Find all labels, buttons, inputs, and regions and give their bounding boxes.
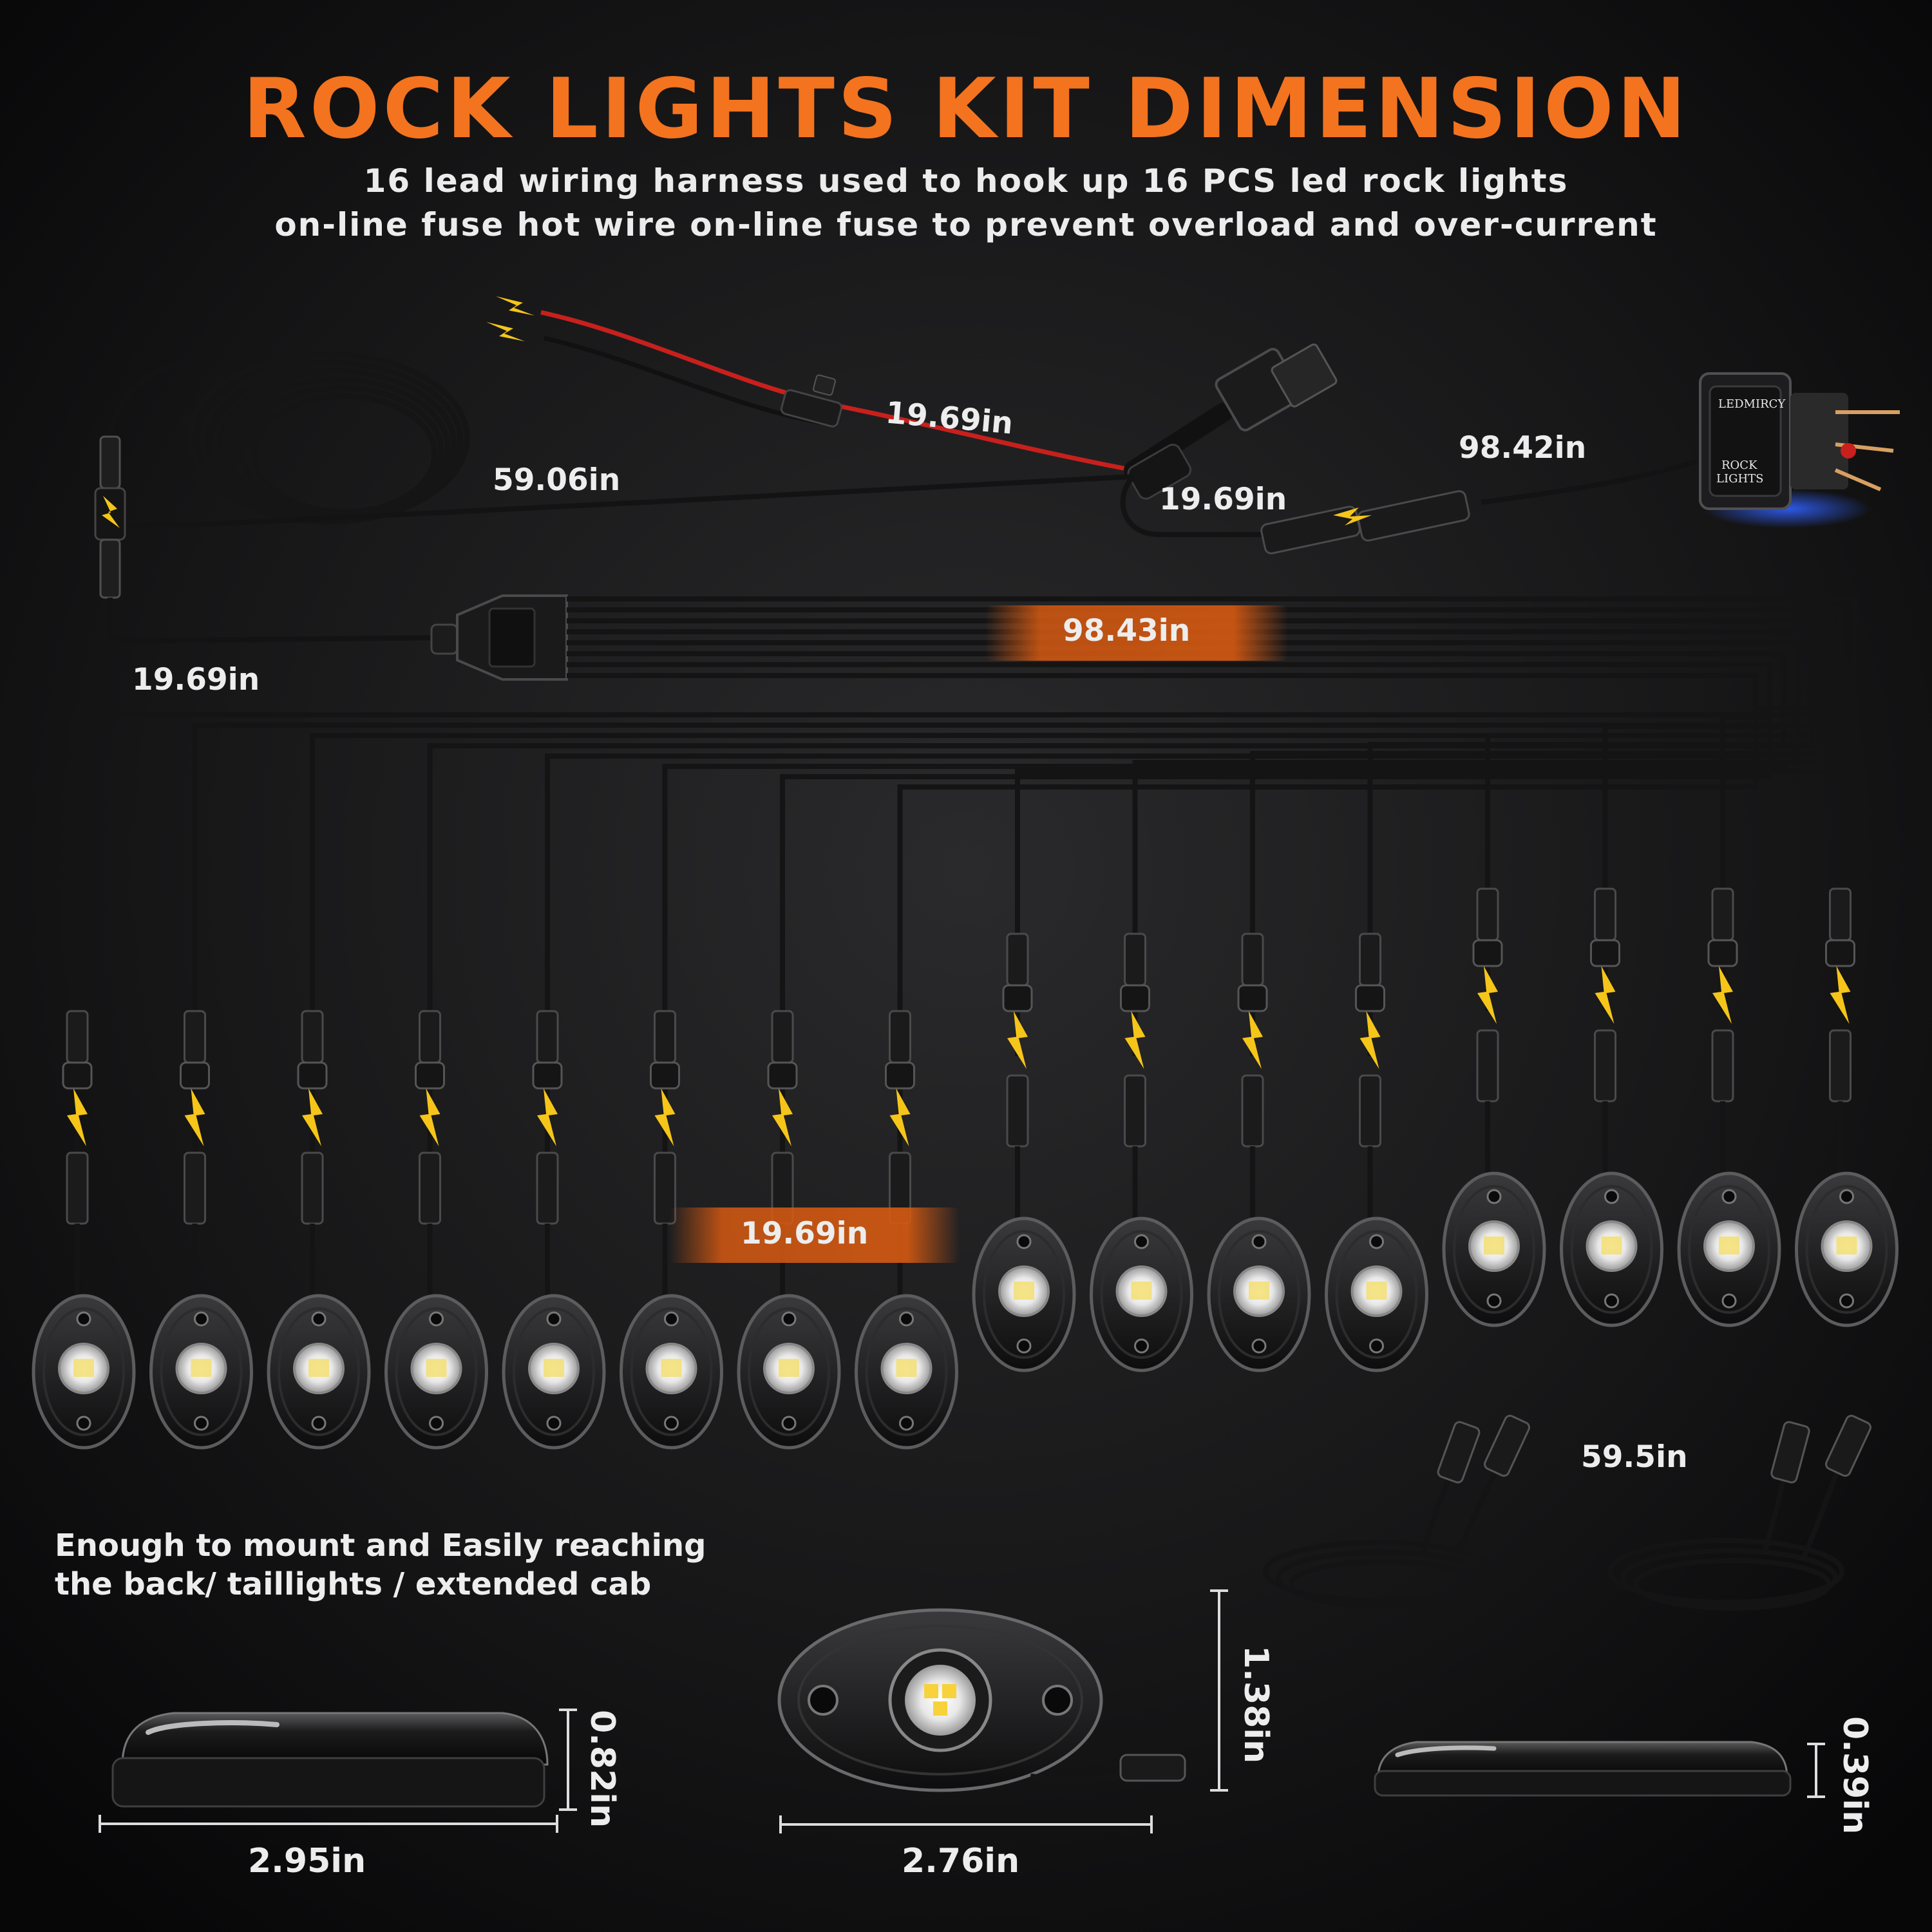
highlight-harness-branch (985, 605, 1288, 661)
dimension-line-width-mid (779, 1815, 1153, 1833)
harness-branch-wire (567, 651, 1786, 1011)
harness-hub (430, 594, 568, 681)
harness-branch-wire (567, 673, 1843, 1011)
bolt-icon (184, 1088, 205, 1146)
light-side-profile-right (1374, 1741, 1792, 1797)
dim-light-height-right: 0.39in (1835, 1716, 1874, 1835)
rock-light-pod (1090, 933, 1193, 1372)
dimension-line-width-left (99, 1815, 558, 1833)
bolt-icon (1595, 966, 1616, 1024)
subtitle-line-1: 16 lead wiring harness used to hook up 1… (363, 162, 1569, 200)
rock-light-pod (620, 1010, 723, 1450)
harness-connector-left (94, 435, 451, 644)
bolt-icon (889, 1088, 911, 1146)
dim-pod-lead: 19.69in (741, 1216, 869, 1251)
subtitle-line-2: on-line fuse hot wire on-line fuse to pr… (274, 206, 1658, 243)
rock-light-pod (267, 1010, 371, 1450)
extension-cable-1 (1263, 1414, 1531, 1609)
dim-light-height-mid: 1.38in (1236, 1645, 1275, 1764)
rock-lights-row (32, 887, 1899, 1450)
note-line-2: the back/ taillights / extended cab (55, 1566, 652, 1602)
switch-cable (1260, 448, 1727, 554)
rock-light-pod (972, 933, 1076, 1372)
dim-harness-lead: 19.69in (132, 662, 260, 697)
dim-harness-branch: 98.43in (1063, 613, 1191, 649)
highlight-pod-lead (670, 1208, 960, 1263)
dimension-line-height-left (559, 1709, 577, 1811)
page-title: ROCK LIGHTS KIT DIMENSION (243, 61, 1689, 157)
bolt-icon (1712, 966, 1733, 1024)
switch-label-line2: LIGHTS (1716, 472, 1764, 486)
relay-connector (1124, 343, 1338, 500)
harness-branch-wire (567, 629, 1815, 1056)
bolt-icon (302, 1088, 323, 1146)
bolt-icon (67, 1088, 88, 1146)
rock-light-pod (1560, 887, 1663, 1327)
rock-light-pod (149, 1010, 253, 1450)
bolt-icon (1124, 1011, 1146, 1069)
dim-extension: 59.5in (1581, 1439, 1688, 1475)
dim-coil-cable: 59.06in (493, 462, 621, 498)
dim-switch-short: 19.69in (1159, 482, 1287, 517)
harness-branch-wire (567, 640, 1801, 1011)
bolt-icon (1359, 1011, 1381, 1069)
bolt-icon (1477, 966, 1498, 1024)
bolt-icon (537, 1088, 558, 1146)
dimension-line-height-right (1807, 1743, 1825, 1798)
rock-light-pod (1677, 887, 1781, 1327)
switch-brand: LEDMIRCY (1718, 397, 1786, 411)
harness-branch-wire (567, 596, 1857, 1056)
switch-label-line1: ROCK (1721, 459, 1757, 472)
rock-light-pod (1325, 933, 1428, 1372)
light-top-view (777, 1608, 1186, 1792)
bolt-icon (486, 296, 535, 341)
rock-light-pod (384, 1010, 488, 1450)
dim-switch-cable: 98.42in (1459, 430, 1587, 466)
bolt-icon (1007, 1011, 1028, 1069)
harness-wires (75, 596, 1857, 1159)
inline-fuse (780, 374, 843, 428)
rock-light-pod (1207, 933, 1311, 1372)
light-side-profile-left (111, 1712, 549, 1808)
dimension-line-height-mid (1210, 1589, 1228, 1792)
extension-cable-2 (1607, 1414, 1872, 1611)
rock-light-pod (502, 1010, 606, 1450)
dim-light-width-left: 2.95in (248, 1842, 366, 1880)
note-line-1: Enough to mount and Easily reaching (55, 1528, 706, 1564)
rock-light-pod (1795, 887, 1899, 1327)
rock-light-pod (855, 1010, 958, 1450)
dim-light-height-left: 0.82in (583, 1710, 621, 1828)
bolt-icon (419, 1088, 440, 1146)
dim-light-width-mid: 2.76in (902, 1842, 1020, 1880)
harness-branch-wire (567, 662, 1772, 1011)
rock-light-pod (737, 1010, 841, 1450)
rock-light-pod (1442, 887, 1546, 1327)
bolt-icon (1242, 1011, 1263, 1069)
bolt-icon (772, 1088, 793, 1146)
bolt-icon (1830, 966, 1851, 1024)
harness-branch-wire (567, 618, 1829, 1056)
bolt-icon (654, 1088, 676, 1146)
rock-light-pod (32, 1010, 136, 1450)
rocker-switch (1699, 372, 1900, 528)
